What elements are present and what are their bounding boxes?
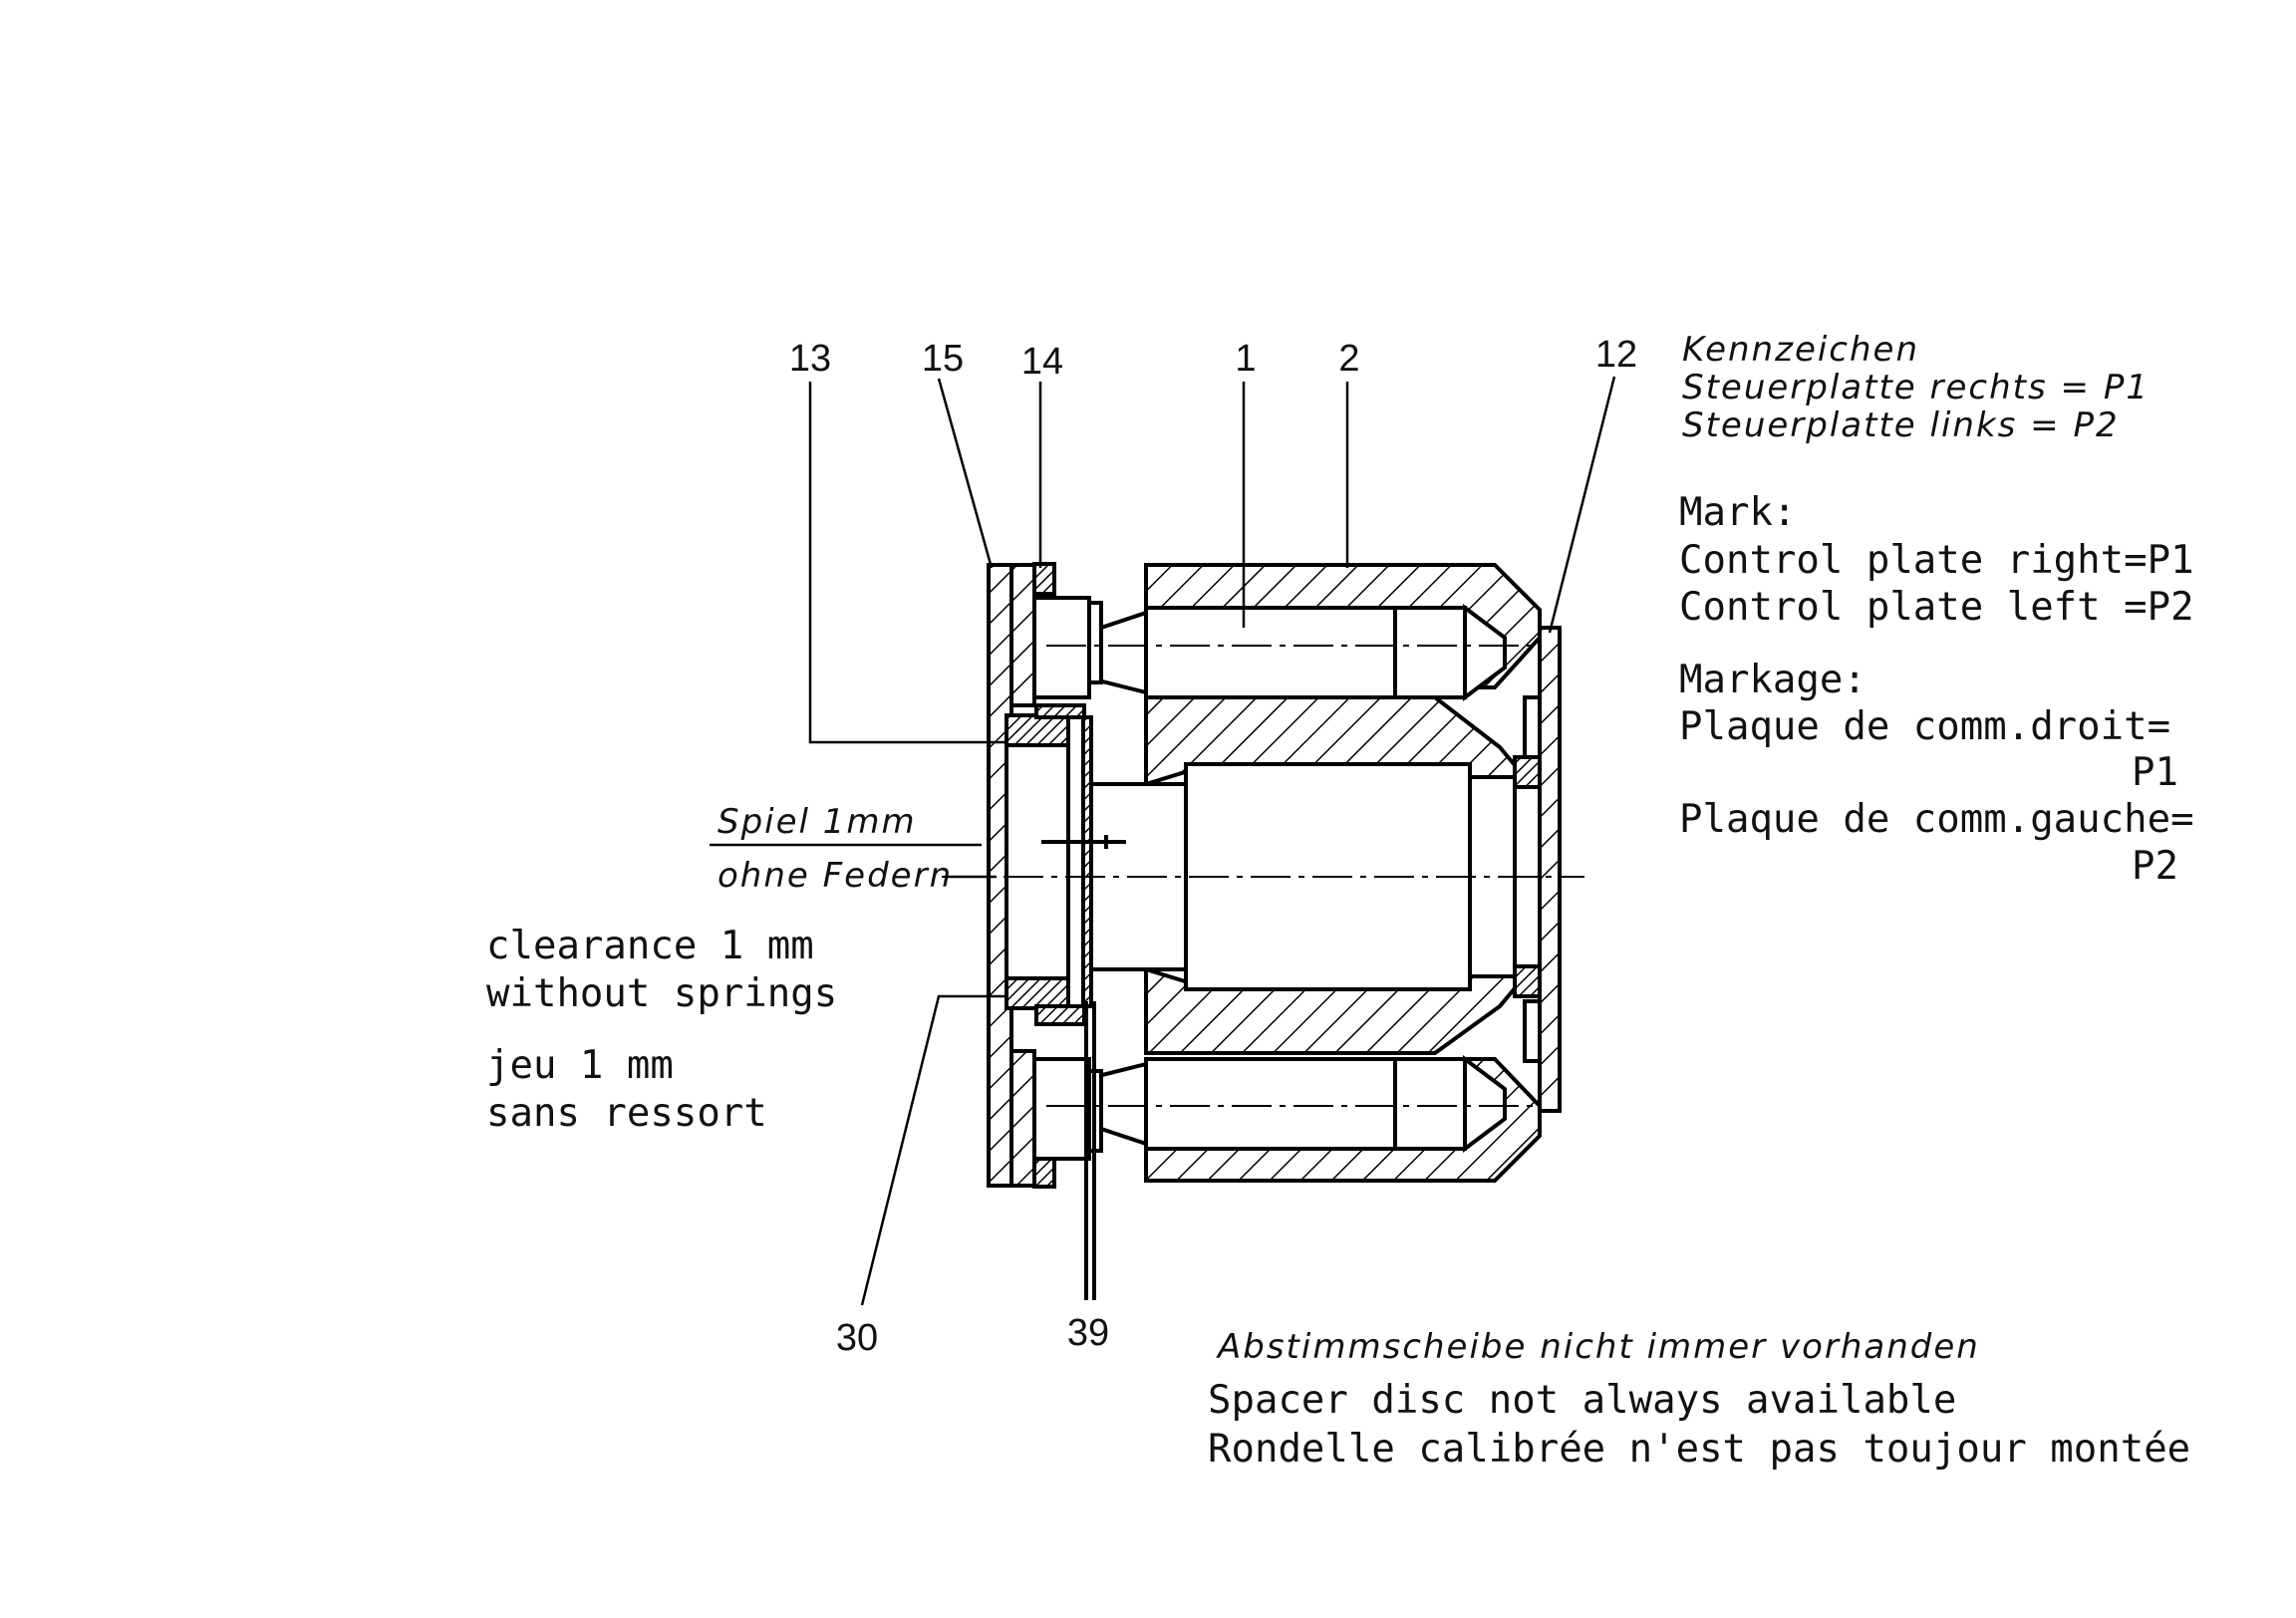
marking-legend: Kennzeichen Steuerplatte rechts = P1 Ste… <box>1679 330 2194 889</box>
callout-15: 15 <box>922 338 964 380</box>
marking-fr-right: Plaque de comm.droit= <box>1679 704 2170 749</box>
clearance-en-line1: clearance 1 mm <box>486 924 814 968</box>
piston-lower <box>1084 1055 1507 1153</box>
marking-de-right: Steuerplatte rechts = P1 <box>1682 368 2150 407</box>
marking-fr-left-value: P2 <box>2132 844 2178 889</box>
spacer-note-fr: Rondelle calibrée n'est pas toujour mont… <box>1208 1427 2190 1472</box>
slipper-shoe-upper <box>1032 562 1103 699</box>
clearance-de-line1: Spiel 1mm <box>718 802 917 842</box>
spacer-note-en: Spacer disc not always available <box>1208 1378 1956 1423</box>
callout-14: 14 <box>1021 341 1063 383</box>
marking-fr-right-value: P1 <box>2132 750 2178 795</box>
clearance-en-line2: without springs <box>486 971 837 1016</box>
ball-guide <box>1004 703 1086 1026</box>
marking-fr-title: Markage: <box>1679 658 1866 702</box>
callout-1: 1 <box>1235 338 1256 380</box>
clearance-de-line2: ohne Federn <box>718 856 953 896</box>
callout-2: 2 <box>1338 338 1359 380</box>
marking-en-right: Control plate right=P1 <box>1679 538 2194 583</box>
control-plate <box>1513 626 1562 1113</box>
marking-en-title: Mark: <box>1679 490 1796 535</box>
slipper-shoe-lower <box>1032 1057 1103 1189</box>
marking-en-left: Control plate left =P2 <box>1679 585 2194 630</box>
leader-lines <box>808 376 1616 1306</box>
retaining-plate-upper-flange <box>1009 563 1036 707</box>
marking-de-title: Kennzeichen <box>1682 330 1919 370</box>
spacer-note: Abstimmscheibe nicht immer vorhanden Spa… <box>1208 1327 2190 1472</box>
marking-de-left: Steuerplatte links = P2 <box>1682 405 2120 445</box>
clearance-fr-line1: jeu 1 mm <box>486 1043 674 1088</box>
clearance-fr-line2: sans ressort <box>486 1091 767 1136</box>
callout-12: 12 <box>1595 334 1637 376</box>
piston-upper <box>1084 604 1507 701</box>
clearance-note: Spiel 1mm ohne Federn clearance 1 mm wit… <box>486 802 997 1136</box>
retaining-plate-lower-flange <box>1009 1049 1036 1188</box>
callout-13: 13 <box>789 338 831 380</box>
callout-39: 39 <box>1067 1312 1109 1354</box>
spacer-note-de: Abstimmscheibe nicht immer vorhanden <box>1216 1327 1980 1367</box>
marking-fr-left: Plaque de comm.gauche= <box>1679 797 2194 842</box>
callout-30: 30 <box>836 1317 878 1359</box>
